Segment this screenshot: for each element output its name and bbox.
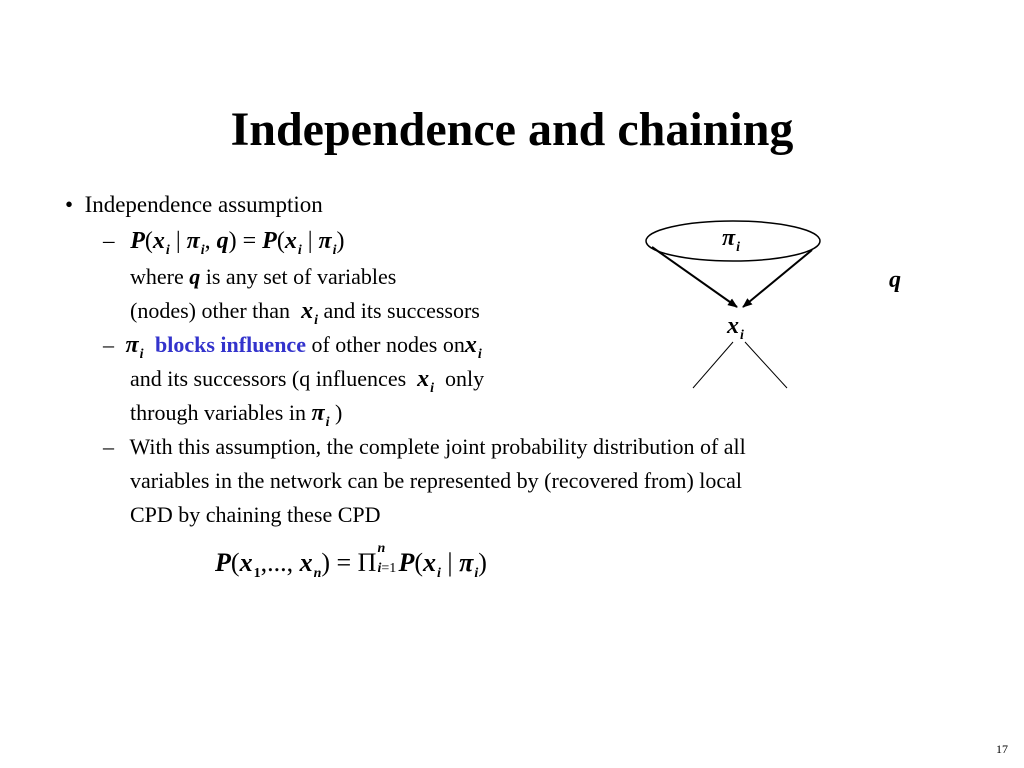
math-xi-2: xi [464,332,482,362]
bullet-main-text: Independence assumption [84,192,323,217]
equation-independence: P(xi | πi, q) = P(xi | πi) [130,228,345,258]
q-variable: q [189,264,201,289]
sub-bullet-3: – With this assumption, the complete joi… [103,434,746,459]
edge-left-arrow [651,246,738,308]
where-line-2: (nodes) other than xi and its successors [130,298,480,328]
dash-2: – [103,332,114,357]
sub-bullet-1: – P(xi | πi, q) = P(xi | πi) [103,228,345,258]
math-xi-3: xi [417,366,435,396]
sub-bullet-3-line-2: variables in the network can be represen… [130,468,743,493]
parent-node-ellipse [645,220,821,262]
sub-bullet-2-line-2: and its successors (q influences xi only [130,366,485,396]
bullet-dot: • [65,192,74,217]
child-edge-left [692,341,734,389]
diagram-q-label: q [889,267,901,293]
edge-right-arrow [742,249,813,308]
diagram-child-label: xi [727,313,744,343]
page-number: 17 [996,742,1008,756]
dash-3: – [103,434,114,459]
sub-bullet-2: – πi blocks influence of other nodes onx… [103,332,482,362]
child-edge-right [744,341,788,389]
bullet-main: • Independence assumption [65,192,323,218]
math-xi: xi [301,298,318,328]
slide-title: Independence and chaining [230,103,794,156]
diagram-parent-label: πi [722,225,740,255]
dash-1: – [103,228,115,253]
blocks-influence-highlight: blocks influence [155,332,306,357]
sub-bullet-3-line-3: CPD by chaining these CPD [130,502,381,527]
sub-bullet-2-line-3: through variables in πi ) [130,400,343,430]
math-pi-i-2: πi [311,400,330,430]
math-pi-i: πi [125,332,144,362]
where-line-1: where q is any set of variables [130,264,397,289]
